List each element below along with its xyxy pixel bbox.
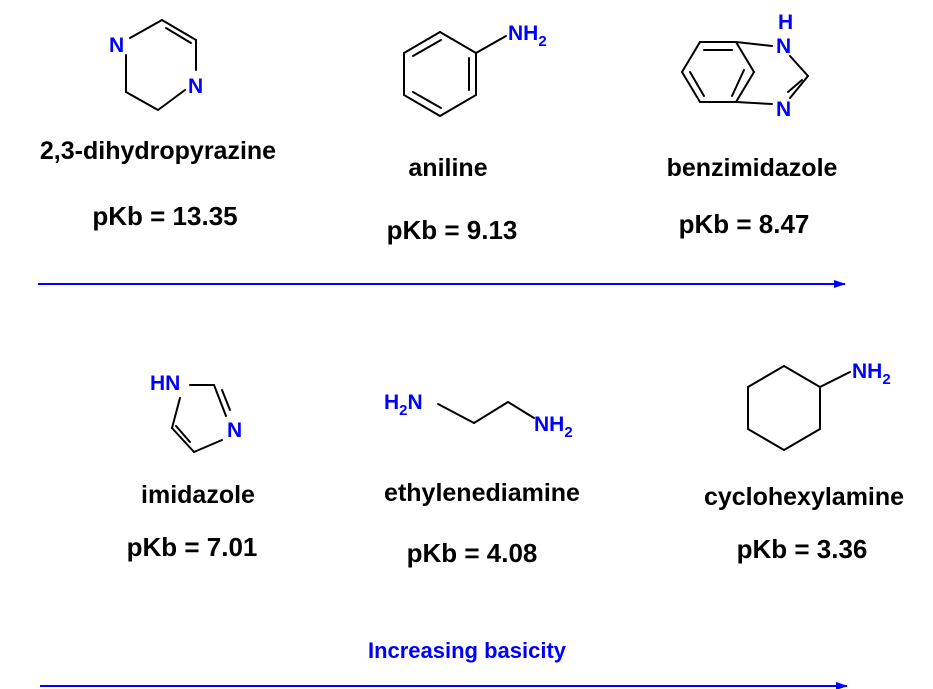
atom-h: H <box>778 11 793 34</box>
structure-cyclohexylamine: NH2 <box>747 360 891 451</box>
structure-benzimidazole: H N N <box>681 11 809 121</box>
trend-label: Increasing basicity <box>368 638 567 663</box>
pkb-value-benzimidazole: pKb = 8.47 <box>679 209 810 239</box>
atom-nh2: NH2 <box>534 413 573 441</box>
structure-dihydropyrazine: N N <box>109 19 203 111</box>
atom-nh2: NH2 <box>508 22 547 50</box>
compound-name-benzimidazole: benzimidazole <box>667 154 838 182</box>
compound-name-dihydropyrazine: 2,3-dihydropyrazine <box>40 137 276 165</box>
structure-aniline: NH2 <box>403 22 547 117</box>
atom-n4: N <box>188 75 203 98</box>
atom-n1: N <box>776 35 791 58</box>
pkb-value-imidazole: pKb = 7.01 <box>127 532 258 562</box>
compound-name-aniline: aniline <box>408 154 487 182</box>
atom-nh2: NH2 <box>852 360 891 388</box>
compound-name-imidazole: imidazole <box>141 481 255 509</box>
atom-n3: N <box>227 419 242 442</box>
pkb-value-aniline: pKb = 9.13 <box>387 215 518 245</box>
structure-ethylenediamine: H2N NH2 <box>384 391 573 441</box>
pkb-value-cyclohexylamine: pKb = 3.36 <box>737 534 868 564</box>
compound-name-cyclohexylamine: cyclohexylamine <box>704 483 904 511</box>
atom-n3: N <box>776 98 791 121</box>
compound-name-ethylenediamine: ethylenediamine <box>384 479 580 507</box>
atom-n1: N <box>109 34 124 57</box>
atom-h2n: H2N <box>384 391 423 419</box>
pkb-value-dihydropyrazine: pKb = 13.35 <box>92 201 237 231</box>
structure-imidazole: HN N <box>150 372 242 453</box>
pkb-value-ethylenediamine: pKb = 4.08 <box>407 538 538 568</box>
atom-hn: HN <box>150 372 180 395</box>
